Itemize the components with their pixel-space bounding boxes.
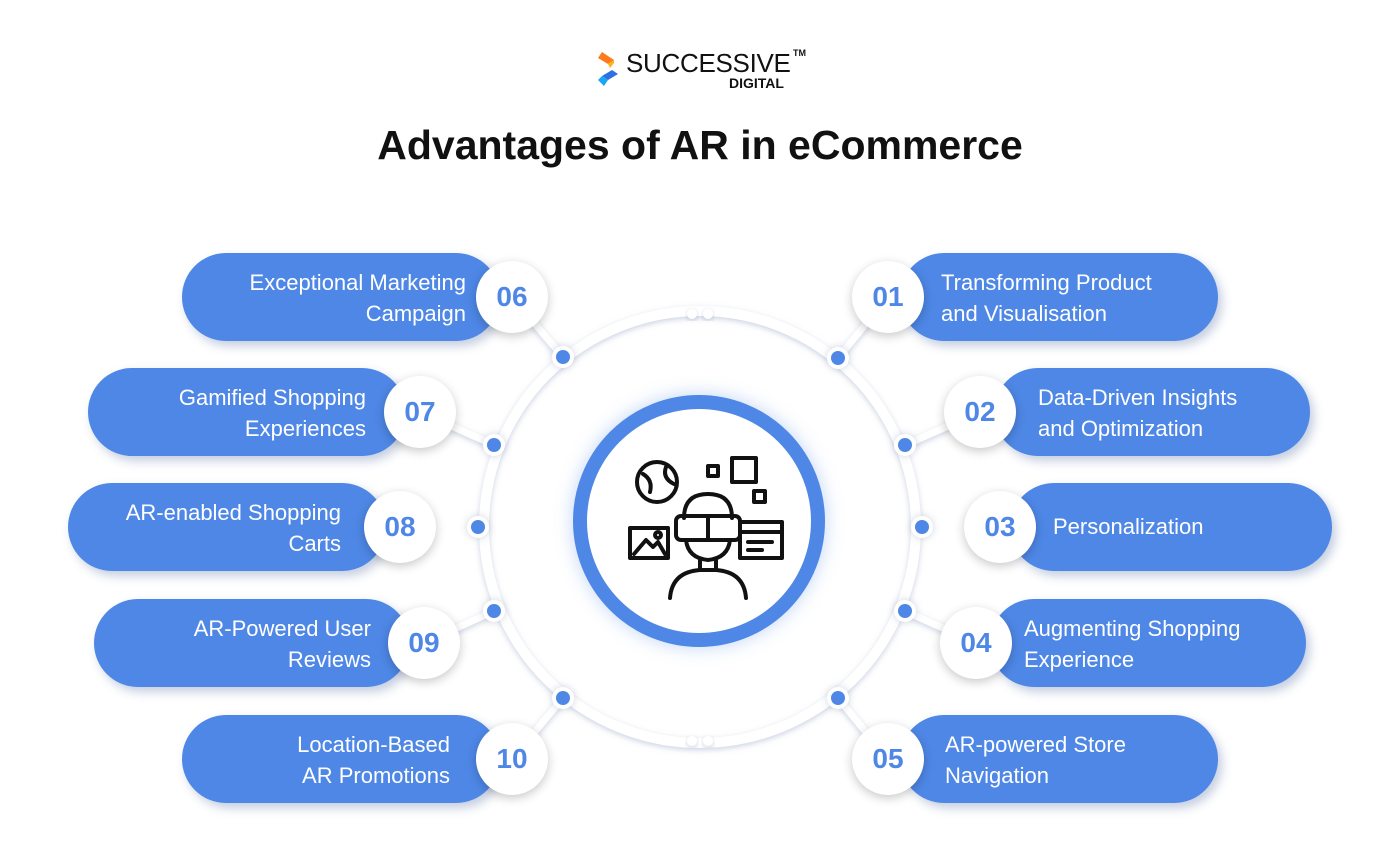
brand-mark-icon [598,52,618,86]
advantage-pill-02: Data-Driven Insights and Optimization [994,368,1310,456]
advantage-number-07: 07 [384,376,456,448]
advantage-label: Data-Driven Insights and Optimization [1038,382,1237,444]
advantage-label-line: AR Promotions [302,763,450,788]
brand-name: SUCCESSIVE [626,48,791,78]
vr-headset-person-icon [628,456,784,600]
advantage-label-line: Augmenting Shopping [1024,616,1241,641]
ring-dot-06 [556,350,570,364]
advantage-label: Personalization [1053,511,1203,542]
advantage-number-09: 09 [388,607,460,679]
ring-node-bottom-left [687,736,697,746]
advantage-label-line: and Visualisation [941,301,1107,326]
advantage-label-line: AR-Powered User [193,616,371,641]
advantage-number-02: 02 [944,376,1016,448]
ring-node-bottom-right [703,736,713,746]
advantage-label-line: and Optimization [1038,416,1204,441]
advantage-label-line: Experiences [244,416,366,441]
ring-dot-04 [898,604,912,618]
advantage-label-line: Experience [1024,647,1135,672]
ring-dot-07 [487,438,501,452]
ring-dot-10 [556,691,570,705]
ring-dot-08 [471,520,485,534]
advantage-label-line: Personalization [1053,514,1204,539]
ring-dot-03 [915,520,929,534]
advantage-label-line: Data-Driven Insights [1038,385,1238,410]
ring-dot-02 [898,438,912,452]
advantage-label-line: Campaign [365,301,466,326]
advantage-label-line: Reviews [287,647,371,672]
advantage-number-08: 08 [364,491,436,563]
advantage-number-03: 03 [964,491,1036,563]
advantage-label-line: Exceptional Marketing [249,270,466,295]
advantage-label-line: AR-enabled Shopping [125,500,341,525]
advantage-number-06: 06 [476,261,548,333]
advantage-pill-01: Transforming Product and Visualisation [900,253,1218,341]
advantage-number-01: 01 [852,261,924,333]
advantage-number-05: 05 [852,723,924,795]
ring-dot-09 [487,604,501,618]
advantage-number-04: 04 [940,607,1012,679]
advantage-pill-10: Location-Based AR Promotions [182,715,500,803]
advantage-pill-03: Personalization [1010,483,1332,571]
advantage-label-line: Transforming Product [941,270,1152,295]
page-title: Advantages of AR in eCommerce [377,122,1023,168]
advantage-label-line: AR-powered Store [945,732,1126,757]
advantage-label-line: Gamified Shopping [178,385,366,410]
advantage-number-10: 10 [476,723,548,795]
advantage-label: Transforming Product and Visualisation [941,267,1152,329]
advantage-label-line: Carts [288,531,341,556]
advantage-label-line: Navigation [945,763,1049,788]
ring-dot-01 [831,351,845,365]
ring-node-top-right [703,309,713,319]
ring-dot-05 [831,691,845,705]
advantage-label: Location-Based AR Promotions [297,729,450,791]
brand-trademark: TM [793,48,806,58]
brand-sub: DIGITAL [729,75,784,91]
ring-node-top-left [687,309,697,319]
advantage-label-line: Location-Based [297,732,450,757]
brand-logo: SUCCESSIVE TM DIGITAL [596,46,826,92]
